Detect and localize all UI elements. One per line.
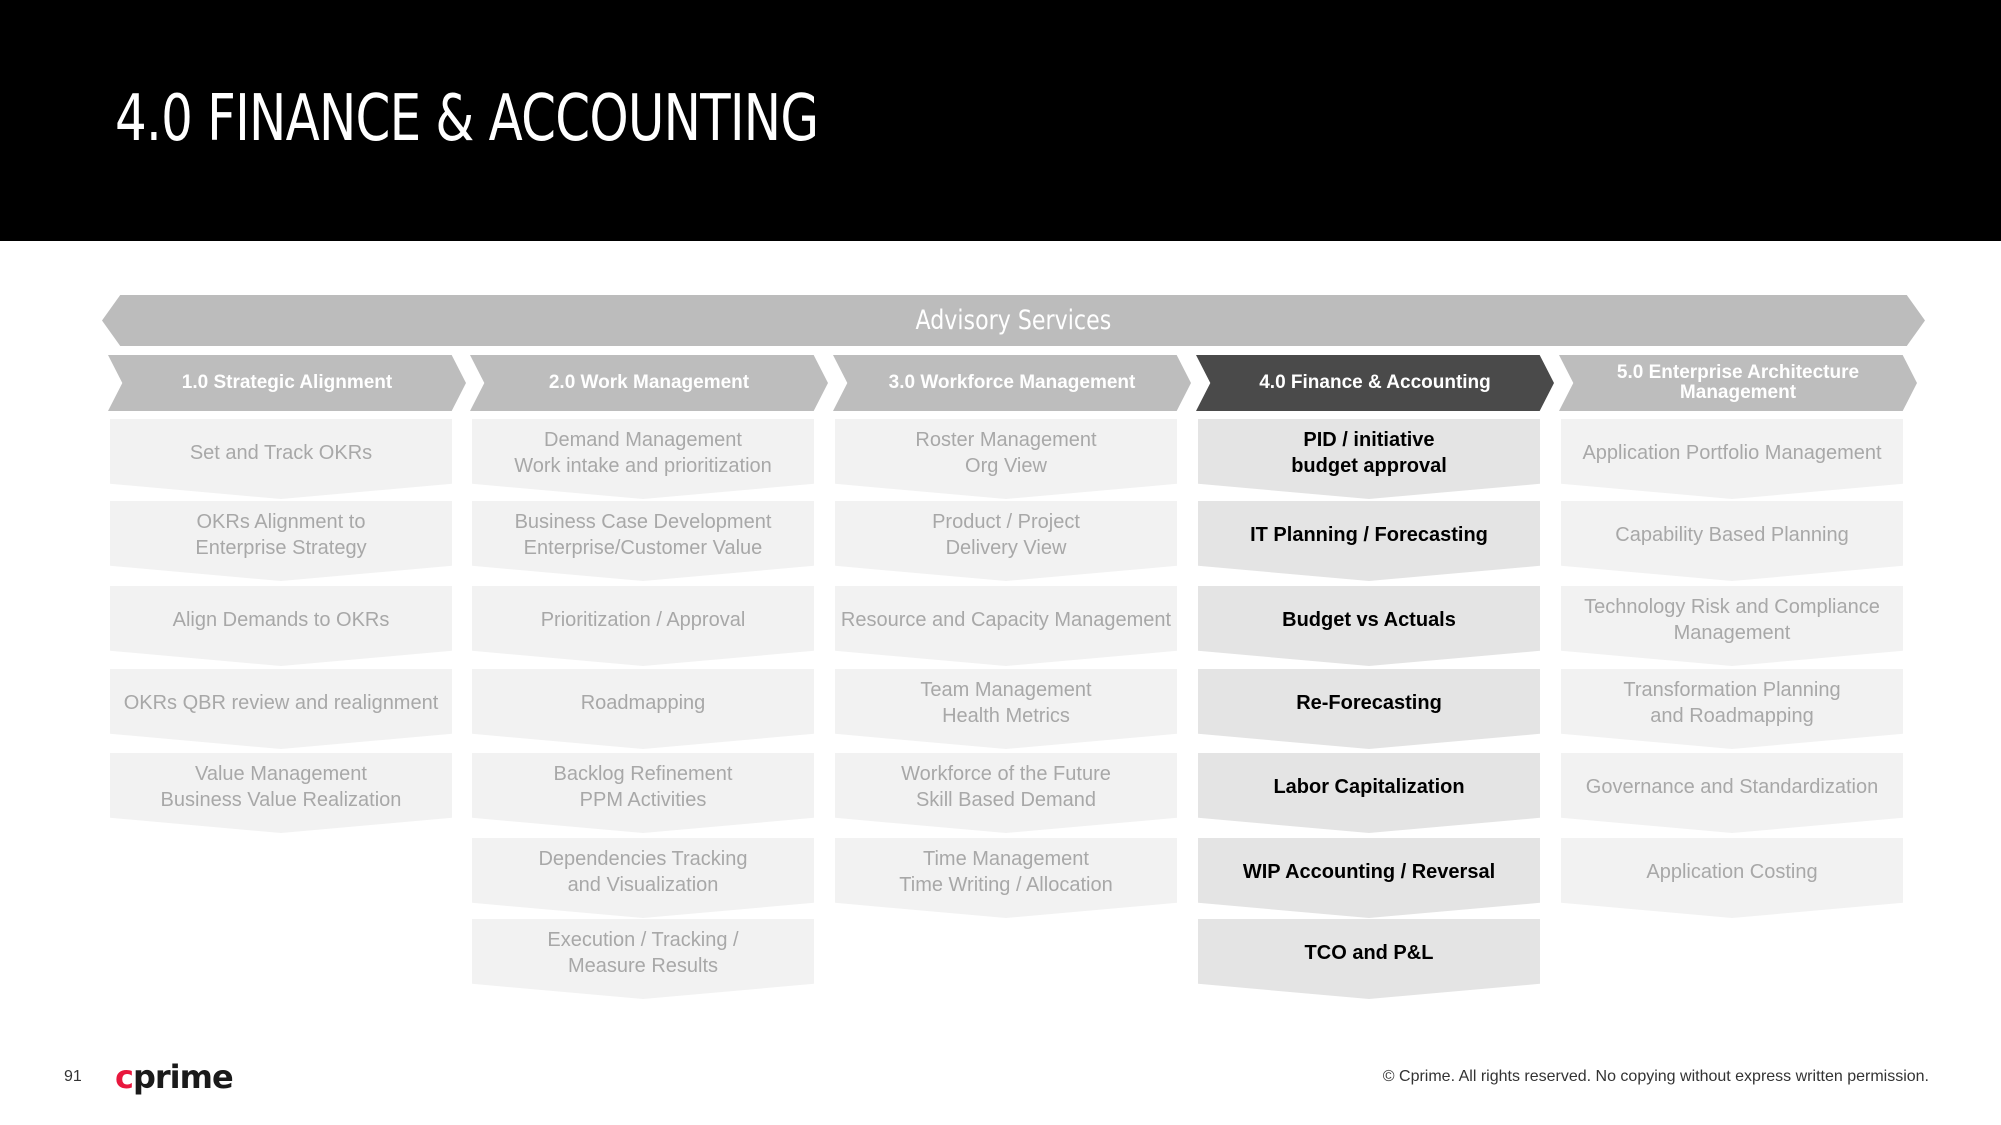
page-number: 91	[64, 1068, 82, 1085]
capability-card: Application Portfolio Management	[1561, 419, 1903, 499]
header-bar: 4.0 FINANCE & ACCOUNTING	[0, 0, 2001, 241]
capability-card: IT Planning / Forecasting	[1198, 501, 1540, 581]
page-title: 4.0 FINANCE & ACCOUNTING	[115, 82, 819, 156]
column-header-3: 3.0 Workforce Management	[833, 355, 1191, 411]
capability-card: Set and Track OKRs	[110, 419, 452, 499]
capability-card: Execution / Tracking / Measure Results	[472, 919, 814, 999]
capability-card: Resource and Capacity Management	[835, 586, 1177, 666]
capability-card: Prioritization / Approval	[472, 586, 814, 666]
capability-card: OKRs QBR review and realignment	[110, 669, 452, 749]
capability-card: Backlog Refinement PPM Activities	[472, 753, 814, 833]
capability-card: Time Management Time Writing / Allocatio…	[835, 838, 1177, 918]
capability-card: Re-Forecasting	[1198, 669, 1540, 749]
capability-card: Business Case Development Enterprise/Cus…	[472, 501, 814, 581]
advisory-services-label: Advisory Services	[915, 305, 1112, 336]
advisory-services-banner: Advisory Services	[102, 295, 1925, 346]
capability-card: Budget vs Actuals	[1198, 586, 1540, 666]
capability-card: Technology Risk and Compliance Managemen…	[1561, 586, 1903, 666]
cprime-logo: cprime	[115, 1058, 234, 1096]
capability-card: OKRs Alignment to Enterprise Strategy	[110, 501, 452, 581]
capability-card: Align Demands to OKRs	[110, 586, 452, 666]
logo-letter-c: c	[115, 1058, 134, 1096]
logo-wordmark: prime	[132, 1058, 234, 1096]
column-header-4: 4.0 Finance & Accounting	[1196, 355, 1554, 411]
column-header-1: 1.0 Strategic Alignment	[108, 355, 466, 411]
capability-card: Team Management Health Metrics	[835, 669, 1177, 749]
copyright-notice: © Cprime. All rights reserved. No copyin…	[1382, 1068, 1929, 1085]
capability-card: TCO and P&L	[1198, 919, 1540, 999]
capability-card: Transformation Planning and Roadmapping	[1561, 669, 1903, 749]
capability-card: Product / Project Delivery View	[835, 501, 1177, 581]
capability-card: Capability Based Planning	[1561, 501, 1903, 581]
capability-card: Roadmapping	[472, 669, 814, 749]
capability-card: Value Management Business Value Realizat…	[110, 753, 452, 833]
capability-card: PID / initiative budget approval	[1198, 419, 1540, 499]
capability-card: Labor Capitalization	[1198, 753, 1540, 833]
capability-card: Roster Management Org View	[835, 419, 1177, 499]
capability-card: Governance and Standardization	[1561, 753, 1903, 833]
column-header-2: 2.0 Work Management	[470, 355, 828, 411]
capability-card: Application Costing	[1561, 838, 1903, 918]
column-header-5: 5.0 Enterprise Architecture Management	[1559, 355, 1917, 411]
capability-card: WIP Accounting / Reversal	[1198, 838, 1540, 918]
capability-card: Workforce of the Future Skill Based Dema…	[835, 753, 1177, 833]
capability-card: Dependencies Tracking and Visualization	[472, 838, 814, 918]
capability-card: Demand Management Work intake and priori…	[472, 419, 814, 499]
